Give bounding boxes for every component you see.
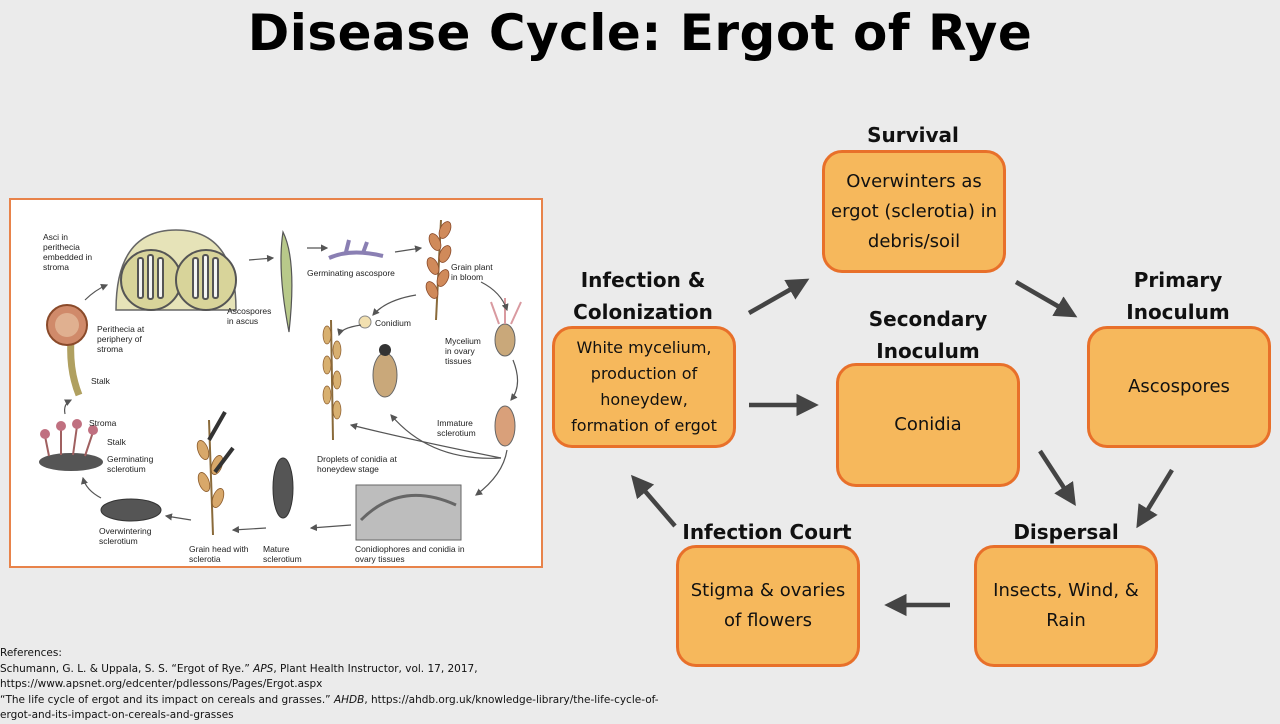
arrow-survival-to-primary (1014, 280, 1078, 318)
label-grain-plant: Grain plant in bloom (451, 262, 493, 282)
germinating-ascospore-drawing (328, 239, 384, 260)
label-mature-sclerotium: Mature sclerotium (263, 544, 302, 564)
stage-label-secondary-inoculum: Secondary Inoculum (868, 307, 988, 363)
stage-box-survival: Overwinters as ergot (sclerotia) in debr… (822, 150, 1006, 273)
conidiophore-tissue-drawing (355, 484, 462, 541)
label-stroma: Stroma (89, 418, 117, 428)
conidium-drawing (358, 315, 372, 329)
stage-label-primary-inoculum: Primary Inoculum (1126, 268, 1230, 324)
reference-1-url[interactable]: https://www.apsnet.org/edcenter/pdlesson… (0, 678, 323, 690)
label-ascospores: Ascospores in ascus (227, 306, 272, 326)
ascus-drawing (280, 230, 293, 333)
ref2-rest[interactable]: , https://ahdb.org.uk/knowledge-library/… (364, 693, 659, 706)
stage-label-infection-colonization: Infection & Colonization (573, 268, 713, 324)
stage-text-infection-colonization: White mycelium, production of honeydew, … (571, 338, 717, 435)
label-conidium: Conidium (375, 318, 411, 328)
overwintering-sclerotium-drawing (100, 498, 162, 522)
label-overwintering: Overwintering sclerotium (99, 526, 152, 546)
label-germinating-ascospore: Germinating ascospore (307, 268, 395, 278)
stage-box-primary-inoculum: Ascospores (1087, 326, 1271, 448)
label-mycelium: Mycelium in ovary tissues (445, 336, 481, 366)
reference-2: “The life cycle of ergot and its impact … (0, 693, 700, 709)
rye-plant-drawing (322, 319, 342, 441)
stage-label-dispersal: Dispersal (1013, 520, 1119, 544)
reference-2-url-cont[interactable]: ergot-and-its-impact-on-cereals-and-gras… (0, 709, 234, 721)
mature-sclerotium-drawing (272, 457, 294, 519)
page-title: Disease Cycle: Ergot of Rye (247, 4, 1033, 62)
grain-head-drawing (196, 411, 235, 536)
arrow-primary-to-dispersal (1136, 468, 1174, 529)
stage-text-primary-inoculum: Ascospores (1128, 376, 1230, 397)
stage-box-dispersal: Insects, Wind, & Rain (974, 545, 1158, 667)
grain-plant-drawing (425, 219, 452, 321)
stroma-on-stalk-drawing (46, 304, 88, 397)
label-droplets: Droplets of conidia at honeydew stage (317, 454, 397, 474)
ref2-title: “The life cycle of ergot and its impact … (0, 693, 334, 706)
flower-mycelium-drawing (490, 298, 522, 357)
stage-text-survival: Overwinters as ergot (sclerotia) in debr… (831, 170, 998, 252)
arrow-secondary-to-dispersal (1038, 449, 1076, 507)
label-stalk-1: Stalk (91, 376, 110, 386)
illustration-drawing (39, 219, 522, 541)
references: References: Schumann, G. L. & Uppala, S.… (0, 646, 700, 724)
stage-box-secondary-inoculum: Conidia (836, 363, 1020, 487)
stage-text-secondary-inoculum: Conidia (894, 414, 962, 435)
label-perithecia: Perithecia at periphery of stroma (97, 324, 145, 354)
label-asci: Asci in perithecia embedded in stroma (43, 232, 93, 272)
label-grain-head: Grain head with sclerotia (189, 544, 249, 564)
references-heading: References: (0, 647, 62, 659)
stroma-perithecia-drawing (115, 229, 237, 311)
germinating-sclerotium-drawing (39, 419, 103, 471)
ref1-journal: APS (253, 662, 274, 675)
label-immature-sclerotium: Immature sclerotium (437, 418, 476, 438)
arrow-court-to-colonization (630, 474, 677, 528)
stage-box-infection-colonization: White mycelium, production of honeydew, … (552, 326, 736, 448)
stage-text-dispersal: Insects, Wind, & Rain (993, 580, 1139, 631)
stage-text-infection-court: Stigma & ovaries of flowers (690, 580, 846, 631)
label-stalk-2: Stalk (107, 437, 126, 447)
ref1-rest: , Plant Health Instructor, vol. 17, 2017… (273, 662, 478, 675)
reference-1: Schumann, G. L. & Uppala, S. S. “Ergot o… (0, 662, 700, 678)
label-germinating-sclerotium: Germinating sclerotium (107, 454, 154, 474)
arrow-colonization-to-survival (747, 278, 810, 315)
ref1-authors: Schumann, G. L. & Uppala, S. S. “Ergot o… (0, 662, 254, 675)
label-conidiophores: Conidiophores and conidia in ovary tissu… (355, 544, 465, 564)
ref2-org: AHDB (333, 693, 365, 706)
immature-sclerotium-drawing (494, 405, 516, 447)
stage-label-infection-court: Infection Court (682, 520, 852, 544)
stage-box-infection-court: Stigma & ovaries of flowers (676, 545, 860, 667)
stage-label-survival: Survival (867, 123, 959, 147)
ergot-life-cycle-illustration: Asci in perithecia embedded in stroma As… (9, 198, 543, 568)
